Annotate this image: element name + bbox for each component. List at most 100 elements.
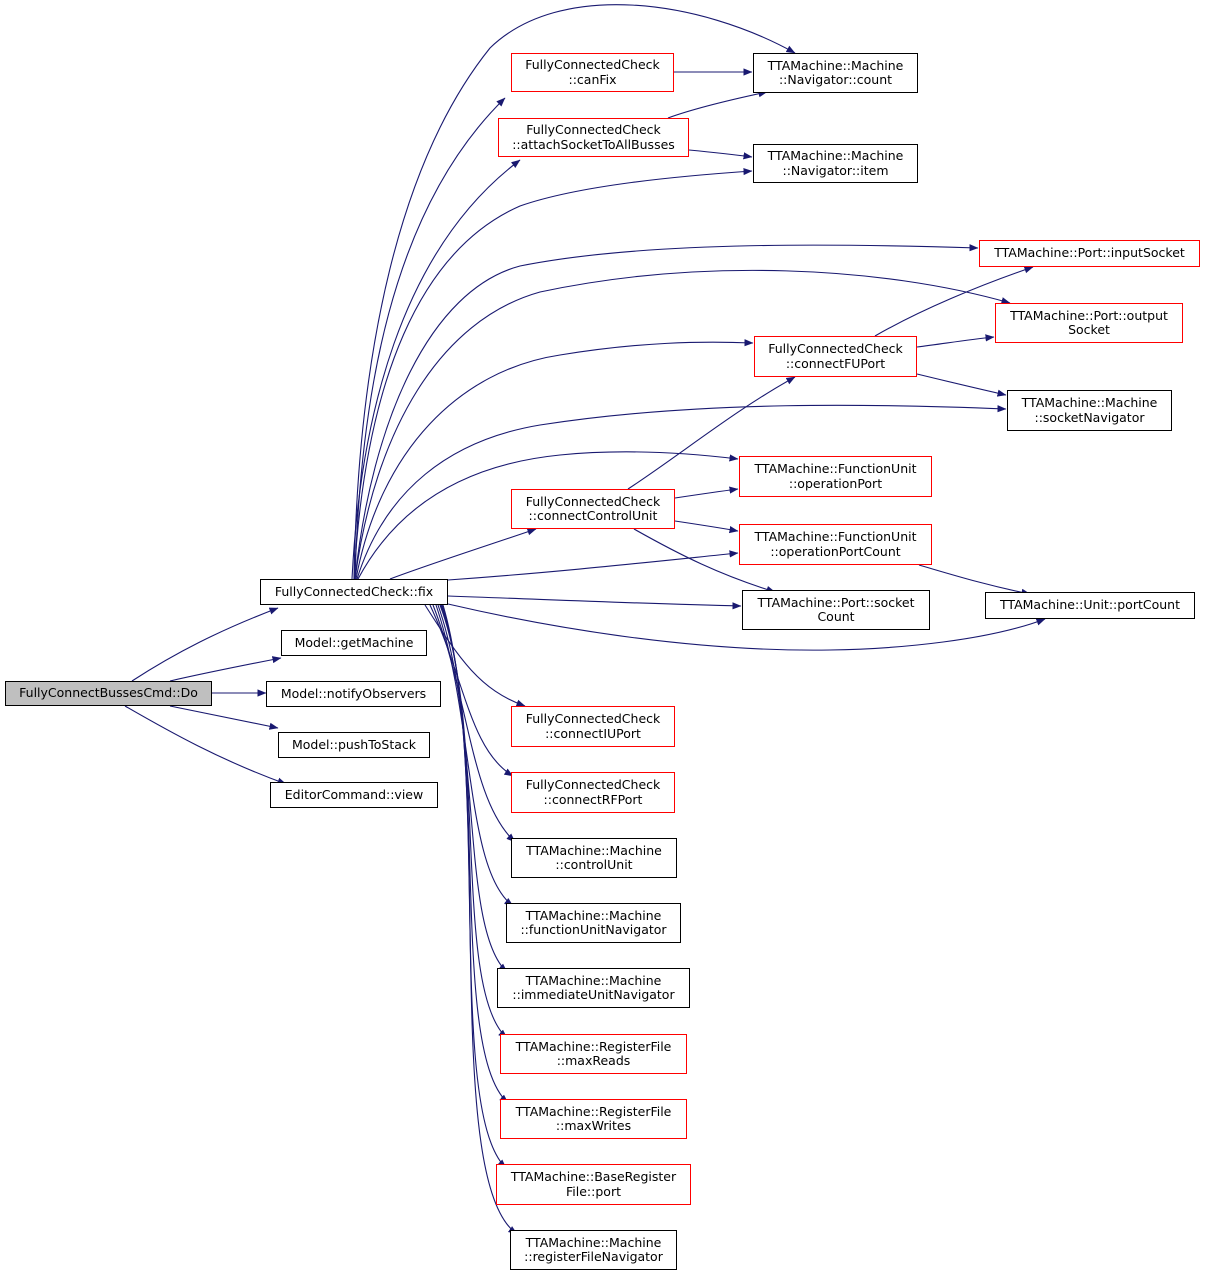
- node-registerfile-maxreads[interactable]: TTAMachine::RegisterFile ::maxReads: [500, 1034, 687, 1074]
- edge-fix-to-opPortCount: [447, 550, 739, 581]
- node-machine-socketnavigator[interactable]: TTAMachine::Machine ::socketNavigator: [1007, 390, 1172, 431]
- edge-fix-to-connectCU: [389, 528, 537, 580]
- edge-fix-to-controlUnit: [432, 604, 516, 843]
- node-fullyconnectedcheck-connectfuport[interactable]: FullyConnectedCheck ::connectFUPort: [754, 336, 917, 377]
- edge-connectCU-to-socketCount: [633, 528, 776, 593]
- node-label-line-2: ::connectControlUnit: [528, 508, 658, 523]
- edge-opPortCount-to-portCount: [918, 564, 1031, 596]
- node-label-line-1: TTAMachine::Machine: [767, 148, 904, 163]
- node-machine-navigator-count[interactable]: TTAMachine::Machine ::Navigator::count: [753, 53, 918, 93]
- node-label-line-1: TTAMachine::Port::output: [1010, 307, 1168, 323]
- node-fullyconnectedcheck-connectcontrolunit[interactable]: FullyConnectedCheck ::connectControlUnit: [511, 489, 675, 529]
- node-registerfile-maxwrites[interactable]: TTAMachine::RegisterFile ::maxWrites: [500, 1099, 687, 1139]
- node-label: FullyConnectedCheck::fix: [274, 583, 434, 599]
- node-label: TTAMachine::Port::inputSocket: [994, 245, 1185, 261]
- node-label-line-1: TTAMachine::BaseRegister: [510, 1169, 677, 1184]
- node-machine-functionunitnavigator[interactable]: TTAMachine::Machine ::functionUnitNaviga…: [506, 903, 681, 943]
- node-label-line-2: ::operationPortCount: [770, 543, 901, 559]
- node-label-line-2: ::connectRFPort: [543, 791, 643, 807]
- node-model-notifyobservers[interactable]: Model::notifyObservers: [266, 681, 441, 707]
- edge-do-to-getMachine: [169, 656, 282, 682]
- node-machine-controlunit[interactable]: TTAMachine::Machine ::controlUnit: [511, 838, 677, 878]
- edge-fix-to-connectRF: [429, 604, 514, 777]
- node-label-line-2: ::canFix: [568, 71, 617, 87]
- node-functionunit-operationportcount[interactable]: TTAMachine::FunctionUnit ::operationPort…: [739, 524, 932, 565]
- node-label-line-2: ::Navigator::count: [778, 72, 893, 87]
- node-label-line-1: TTAMachine::Machine: [525, 907, 662, 923]
- node-baseregisterfile-port[interactable]: TTAMachine::BaseRegister File::port: [496, 1164, 691, 1205]
- edge-fix-to-opPort: [357, 451, 739, 580]
- edge-fix-to-navItem: [353, 168, 753, 580]
- edge-fix-to-brfPort: [441, 604, 507, 1169]
- node-label-line-2: ::connectFUPort: [785, 355, 886, 371]
- edge-fix-to-socketCount: [447, 595, 742, 610]
- node-label-line-2: ::socketNavigator: [1034, 409, 1145, 425]
- node-model-getmachine[interactable]: Model::getMachine: [281, 630, 427, 656]
- node-label-line-1: FullyConnectedCheck: [525, 493, 661, 509]
- edge-fix-to-portCount: [447, 603, 1046, 651]
- edge-attach-to-navItem: [688, 149, 753, 160]
- edge-fix-to-connectIU: [424, 604, 526, 707]
- node-model-pushtostack[interactable]: Model::pushToStack: [278, 732, 430, 758]
- node-label-line-1: FullyConnectedCheck: [526, 122, 661, 137]
- node-label-line-1: TTAMachine::Machine: [525, 1234, 662, 1250]
- node-editorcommand-view[interactable]: EditorCommand::view: [270, 782, 438, 808]
- node-port-outputsocket[interactable]: TTAMachine::Port::output Socket: [995, 303, 1183, 343]
- edge-fix-to-rfNav: [442, 604, 518, 1235]
- node-label: EditorCommand::view: [284, 786, 424, 802]
- node-fullyconnectbussescmd-do: FullyConnectBussesCmd::Do: [5, 681, 212, 706]
- node-label-line-1: TTAMachine::Machine: [767, 57, 904, 73]
- node-fullyconnectedcheck-connectiuport[interactable]: FullyConnectedCheck ::connectIUPort: [511, 706, 675, 747]
- node-label-line-2: ::functionUnitNavigator: [520, 922, 667, 937]
- node-label-line-2: File::port: [566, 1183, 621, 1199]
- node-machine-navigator-item[interactable]: TTAMachine::Machine ::Navigator::item: [753, 144, 918, 183]
- node-label-line-1: TTAMachine::FunctionUnit: [754, 529, 917, 544]
- edge-do-to-push: [169, 705, 279, 730]
- node-label-line-2: ::immediateUnitNavigator: [512, 987, 675, 1002]
- edge-fix-to-socketNav: [356, 404, 1007, 580]
- node-unit-portcount[interactable]: TTAMachine::Unit::portCount: [985, 592, 1195, 619]
- edge-connectFU-to-inputSocket: [874, 266, 1034, 337]
- node-label: Model::notifyObservers: [280, 685, 427, 701]
- node-label-line-1: FullyConnectedCheck: [768, 341, 903, 356]
- edge-do-to-fix: [131, 607, 279, 682]
- node-fullyconnectedcheck-fix[interactable]: FullyConnectedCheck::fix: [260, 579, 448, 605]
- edge-fix-to-connectFU: [355, 339, 754, 580]
- node-label-line-1: TTAMachine::FunctionUnit: [754, 461, 917, 476]
- edge-connectCU-to-opPort: [674, 486, 739, 499]
- node-fullyconnectedcheck-connectrfport[interactable]: FullyConnectedCheck ::connectRFPort: [511, 772, 675, 813]
- edge-do-to-view: [124, 705, 287, 785]
- node-machine-immediateunitnavigator[interactable]: TTAMachine::Machine ::immediateUnitNavig…: [497, 968, 690, 1008]
- edge-attach-to-navCount: [667, 90, 768, 119]
- node-functionunit-operationport[interactable]: TTAMachine::FunctionUnit ::operationPort: [739, 456, 932, 497]
- node-label-line-1: FullyConnectedCheck: [525, 711, 661, 726]
- node-label-line-1: FullyConnectedCheck: [525, 57, 660, 72]
- node-label-line-2: ::attachSocketToAllBusses: [512, 136, 675, 152]
- node-machine-registerfilenavigator[interactable]: TTAMachine::Machine ::registerFileNaviga…: [510, 1230, 677, 1270]
- node-label-line-2: ::Navigator::item: [782, 162, 889, 178]
- node-label: Model::getMachine: [294, 634, 414, 650]
- node-fullyconnectedcheck-attachsockettoallbusses[interactable]: FullyConnectedCheck ::attachSocketToAllB…: [498, 118, 689, 157]
- edge-fix-to-outputSocket: [354, 269, 1011, 580]
- edge-fix-to-inputSocket: [354, 244, 979, 580]
- node-label-line-1: TTAMachine::RegisterFile: [515, 1103, 672, 1119]
- node-label-line-2: Socket: [1068, 322, 1110, 337]
- node-fullyconnectedcheck-canfix[interactable]: FullyConnectedCheck ::canFix: [511, 53, 674, 92]
- edge-connectCU-to-opPortCount: [674, 520, 739, 534]
- node-port-socketcount[interactable]: TTAMachine::Port::socket Count: [742, 590, 930, 630]
- node-label-line-2: ::operationPort: [788, 475, 883, 491]
- edge-fix-to-attach: [351, 159, 521, 580]
- node-port-inputsocket[interactable]: TTAMachine::Port::inputSocket: [979, 240, 1200, 267]
- node-label-line-2: ::registerFileNavigator: [524, 1249, 663, 1264]
- node-label-line-1: TTAMachine::Machine: [1021, 395, 1158, 410]
- node-label-line-1: TTAMachine::Machine: [526, 842, 662, 858]
- node-label-line-1: TTAMachine::Port::socket: [757, 594, 915, 610]
- node-label-line-2: ::connectIUPort: [545, 725, 641, 741]
- edge-connectFU-to-socketNav: [916, 373, 1007, 397]
- edge-connectFU-to-outputSocket: [916, 334, 995, 348]
- node-label: FullyConnectBussesCmd::Do: [19, 685, 198, 701]
- node-label: Model::pushToStack: [291, 736, 416, 752]
- node-label-line-2: ::maxWrites: [555, 1118, 632, 1133]
